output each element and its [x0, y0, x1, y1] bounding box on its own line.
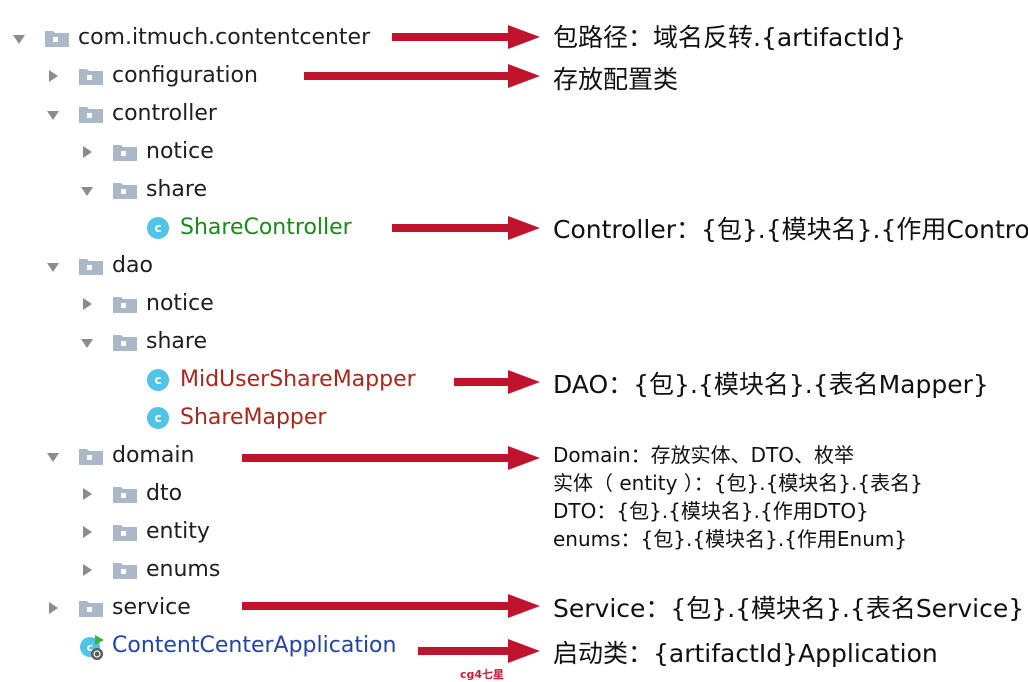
- pointer-arrow-package: [392, 25, 540, 49]
- annotation-domain-line: DTO：{包}.{模块名}.{作用DTO}: [553, 499, 869, 523]
- tree-item-label: notice: [146, 291, 214, 316]
- pointer-arrow-dao: [454, 370, 540, 394]
- class-icon: c: [147, 407, 169, 429]
- tree-item-label: dto: [146, 481, 183, 506]
- tree-item-label: configuration: [112, 63, 258, 88]
- pointer-arrow-application: [418, 639, 540, 663]
- expanded-arrow-icon[interactable]: [80, 336, 94, 350]
- package-folder-icon: [113, 563, 137, 579]
- package-folder-icon: [79, 601, 103, 617]
- tree-item-label: ContentCenterApplication: [112, 633, 397, 658]
- collapsed-arrow-icon[interactable]: [80, 145, 94, 159]
- annotation-dao: DAO：{包}.{模块名}.{表名Mapper}: [553, 370, 989, 399]
- tree-item-label: enums: [146, 557, 221, 582]
- tree-item-controller-share[interactable]: share: [0, 171, 300, 209]
- tree-item-entity[interactable]: entity: [0, 513, 300, 551]
- expanded-arrow-icon[interactable]: [46, 108, 60, 122]
- tree-item-content-center-application[interactable]: c ContentCenterApplication: [0, 627, 420, 665]
- tree-item-label: entity: [146, 519, 210, 544]
- expanded-arrow-icon[interactable]: [46, 450, 60, 464]
- pointer-arrow-domain: [242, 446, 540, 470]
- package-folder-icon: [113, 183, 137, 199]
- tree-item-dao[interactable]: dao: [0, 247, 300, 285]
- tree-item-label: service: [112, 595, 191, 620]
- tree-item-label: share: [146, 177, 207, 202]
- pointer-arrow-controller: [392, 216, 540, 240]
- tree-item-enums[interactable]: enums: [0, 551, 300, 589]
- collapsed-arrow-icon[interactable]: [80, 487, 94, 501]
- pointer-arrow-configuration: [304, 64, 540, 88]
- class-icon: c: [147, 217, 169, 239]
- tree-item-dto[interactable]: dto: [0, 475, 300, 513]
- collapsed-arrow-icon[interactable]: [80, 563, 94, 577]
- tree-item-dao-notice[interactable]: notice: [0, 285, 300, 323]
- annotation-package-path: 包路径：域名反转.{artifactId}: [553, 23, 907, 52]
- tree-item-configuration[interactable]: configuration: [0, 57, 300, 95]
- watermark: cg4七星: [460, 668, 505, 681]
- expanded-arrow-icon[interactable]: [46, 260, 60, 274]
- annotation-service: Service：{包}.{模块名}.{表名Service}: [553, 594, 1025, 623]
- tree-item-label: ShareController: [180, 215, 352, 240]
- tree-item-label: notice: [146, 139, 214, 164]
- package-folder-icon: [113, 525, 137, 541]
- tree-item-label: controller: [112, 101, 217, 126]
- tree-item-label: domain: [112, 443, 195, 468]
- tree-item-root-package[interactable]: com.itmuch.contentcenter: [0, 19, 400, 57]
- tree-item-label: share: [146, 329, 207, 354]
- tree-item-share-mapper[interactable]: c ShareMapper: [0, 399, 360, 437]
- package-folder-icon: [45, 31, 69, 47]
- collapsed-arrow-icon[interactable]: [46, 69, 60, 83]
- annotation-configuration: 存放配置类: [553, 65, 679, 94]
- collapsed-arrow-icon[interactable]: [80, 297, 94, 311]
- annotation-application: 启动类：{artifactId}Application: [553, 639, 938, 668]
- collapsed-arrow-icon[interactable]: [80, 525, 94, 539]
- expanded-arrow-icon[interactable]: [12, 32, 26, 46]
- collapsed-arrow-icon[interactable]: [46, 601, 60, 615]
- tree-item-controller-notice[interactable]: notice: [0, 133, 300, 171]
- tree-item-controller[interactable]: controller: [0, 95, 300, 133]
- package-folder-icon: [113, 145, 137, 161]
- tree-item-label: dao: [112, 253, 153, 278]
- tree-item-service[interactable]: service: [0, 589, 230, 627]
- svg-text:c: c: [87, 641, 94, 654]
- package-folder-icon: [113, 297, 137, 313]
- tree-item-share-controller[interactable]: c ShareController: [0, 209, 380, 247]
- package-folder-icon: [79, 259, 103, 275]
- expanded-arrow-icon[interactable]: [80, 184, 94, 198]
- tree-item-domain[interactable]: domain: [0, 437, 230, 475]
- package-folder-icon: [79, 107, 103, 123]
- tree-item-label: com.itmuch.contentcenter: [78, 25, 371, 50]
- package-folder-icon: [79, 69, 103, 85]
- package-folder-icon: [113, 335, 137, 351]
- spring-boot-class-icon: c: [80, 635, 104, 660]
- annotation-domain: Domain：存放实体、DTO、枚举 实体（ entity ）：{包}.{模块名…: [553, 441, 923, 553]
- class-icon: c: [147, 369, 169, 391]
- annotation-domain-line: 实体（ entity ）：{包}.{模块名}.{表名}: [553, 471, 923, 495]
- annotation-domain-line: enums：{包}.{模块名}.{作用Enum}: [553, 527, 908, 551]
- tree-item-label: MidUserShareMapper: [180, 367, 416, 392]
- annotation-domain-line: Domain：存放实体、DTO、枚举: [553, 443, 854, 467]
- tree-item-mid-user-share-mapper[interactable]: c MidUserShareMapper: [0, 361, 440, 399]
- pointer-arrow-service: [242, 594, 540, 618]
- annotation-controller: Controller：{包}.{模块名}.{作用Control: [553, 215, 1028, 244]
- package-folder-icon: [79, 449, 103, 465]
- package-folder-icon: [113, 487, 137, 503]
- tree-item-dao-share[interactable]: share: [0, 323, 300, 361]
- tree-item-label: ShareMapper: [180, 405, 327, 430]
